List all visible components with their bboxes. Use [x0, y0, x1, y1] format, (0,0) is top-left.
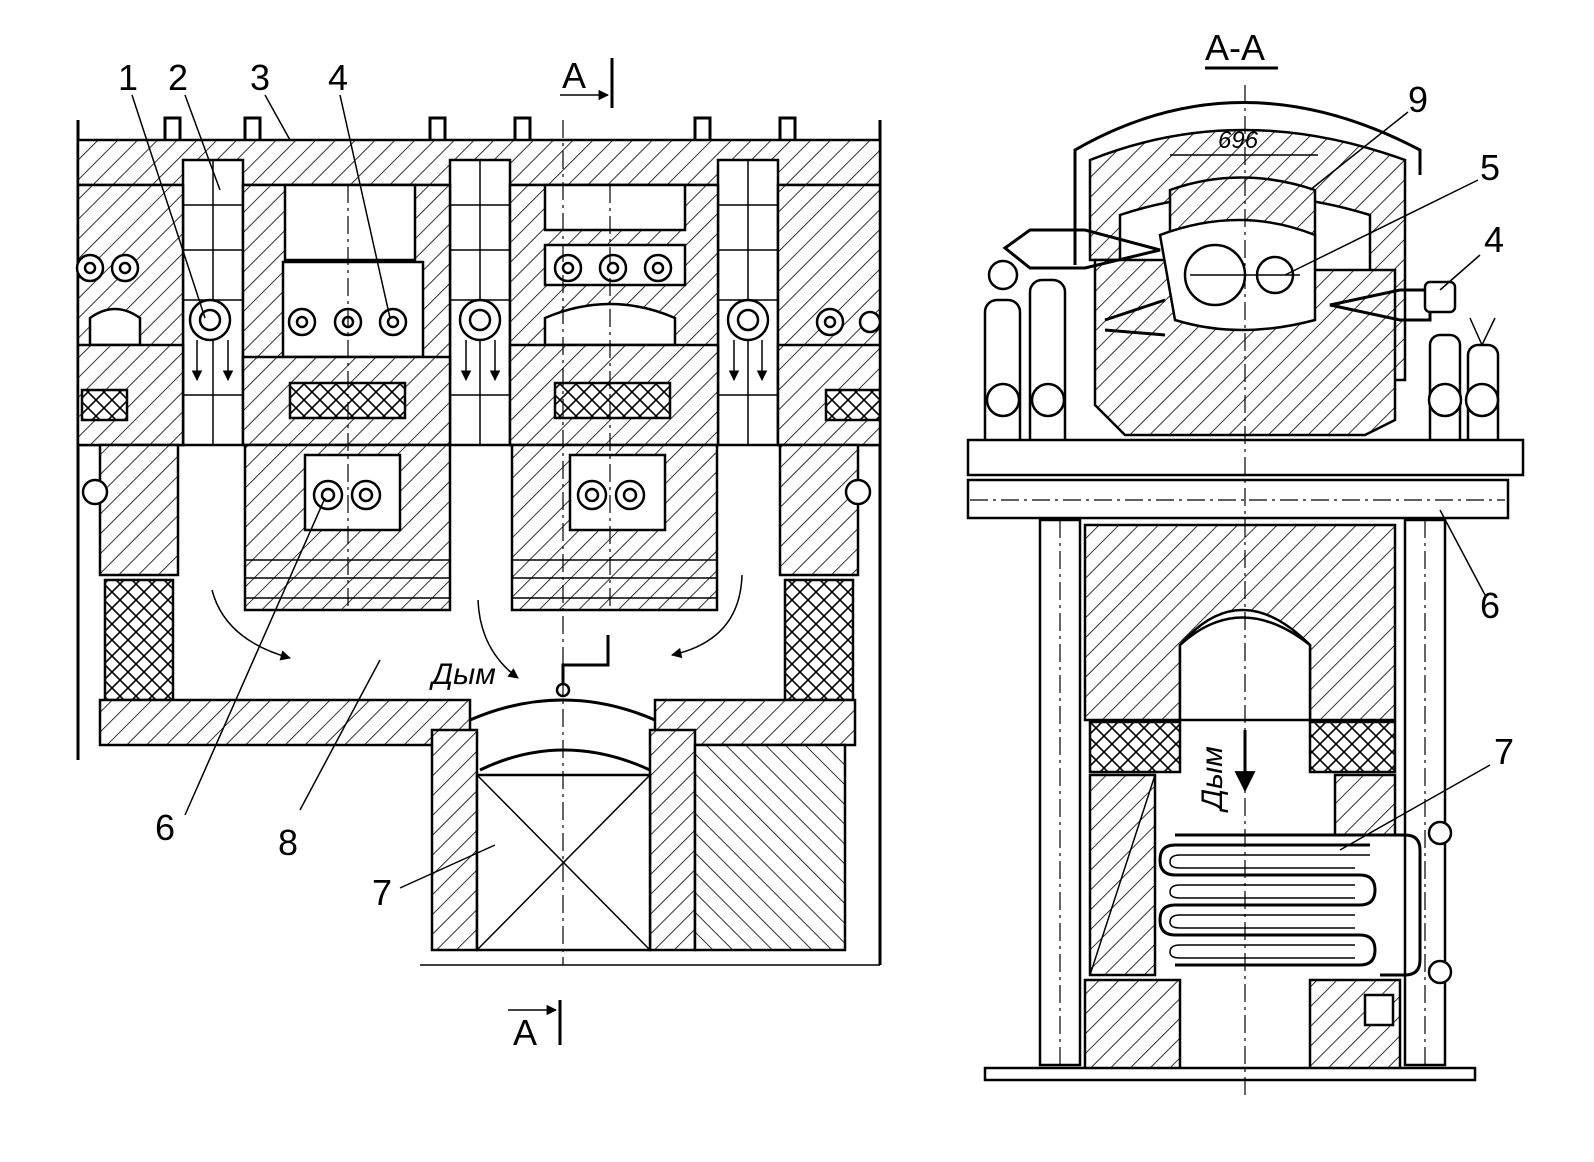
insulation-aa-left [1088, 720, 1182, 774]
flue-wall-right [648, 728, 697, 952]
casing-arc [1073, 101, 1422, 265]
callout-6: 6 [155, 807, 175, 848]
insulation-band-left [80, 388, 129, 422]
flue-cross [476, 774, 651, 951]
insulation-right-lower [783, 578, 855, 702]
section-mark-bottom: А [513, 1012, 537, 1053]
recuperator-tubes [188, 298, 770, 342]
insulation-aa-right [1308, 720, 1397, 774]
callout-4: 4 [328, 57, 348, 98]
callout-r9: 9 [1408, 79, 1428, 120]
side-wall-right [778, 443, 860, 577]
callout-r4: 4 [1484, 219, 1504, 260]
base-left [1083, 978, 1182, 1072]
side-wall-left [98, 443, 180, 577]
dimension-text: 696 [1218, 127, 1259, 154]
burner-pairs [312, 479, 646, 511]
cavity-2 [543, 183, 687, 232]
insulation-left-lower [103, 578, 175, 702]
foundation-block [693, 743, 847, 952]
section-title: А-А [1205, 27, 1265, 68]
flue-wall-left [430, 728, 479, 952]
top-flanges [163, 116, 797, 140]
leader-lines-left [131, 94, 496, 889]
callout-2: 2 [168, 57, 188, 98]
smoke-label-right: Дым [1196, 746, 1229, 813]
insulation-band-right [824, 388, 882, 422]
shaft-wall-right [1333, 773, 1397, 837]
front-section-view: 1 2 3 4 6 8 7 Дым А А [75, 55, 882, 1053]
flue-arch [469, 698, 656, 772]
callout-r5: 5 [1480, 147, 1500, 188]
right-burners [1329, 280, 1500, 452]
ground-plate [983, 1066, 1477, 1082]
floor-slab-left [98, 698, 472, 747]
smoke-label-left: Дым [429, 658, 496, 691]
smoke-arrows [211, 574, 743, 679]
flow-arrows-down [191, 340, 768, 382]
callout-1: 1 [118, 57, 138, 98]
coil-exchanger [1158, 820, 1453, 985]
callout-r7: 7 [1494, 731, 1514, 772]
left-burners [983, 228, 1166, 457]
callout-r6: 6 [1480, 585, 1500, 626]
callout-8: 8 [278, 822, 298, 863]
manifold-6 [966, 478, 1510, 520]
callout-3: 3 [250, 57, 270, 98]
section-mark-top: А [562, 55, 586, 96]
cavity-1 [283, 183, 417, 262]
base-box [1363, 993, 1395, 1027]
flue-brick-lines [183, 160, 778, 445]
section-aa-view: А-А 696 [966, 27, 1525, 1095]
insulation-band-2 [553, 381, 672, 420]
leader-lines-right [1284, 111, 1491, 851]
callout-7: 7 [372, 872, 392, 913]
arch-support-1 [88, 307, 142, 347]
damper-rod [561, 635, 610, 690]
